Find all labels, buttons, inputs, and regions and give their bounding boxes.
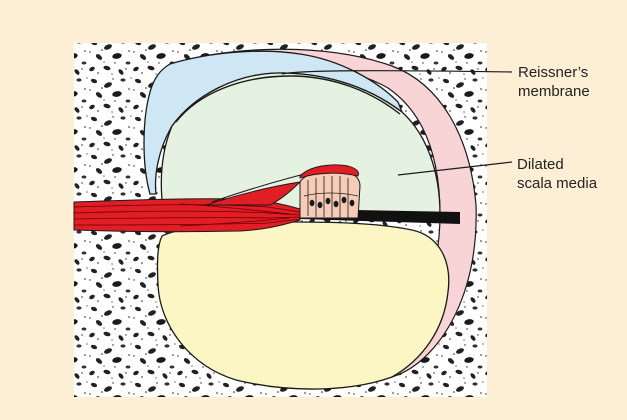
reissner-label-line1: Reissner’s: [518, 63, 590, 82]
dilated-scala-media-label: Dilated scala media: [517, 155, 597, 193]
reissners-membrane-label: Reissner’s membrane: [518, 63, 590, 101]
reissner-label-line2: membrane: [518, 82, 590, 101]
organ-of-corti: [300, 171, 360, 218]
scala-label-line2: scala media: [517, 174, 597, 193]
scala-label-line1: Dilated: [517, 155, 597, 174]
